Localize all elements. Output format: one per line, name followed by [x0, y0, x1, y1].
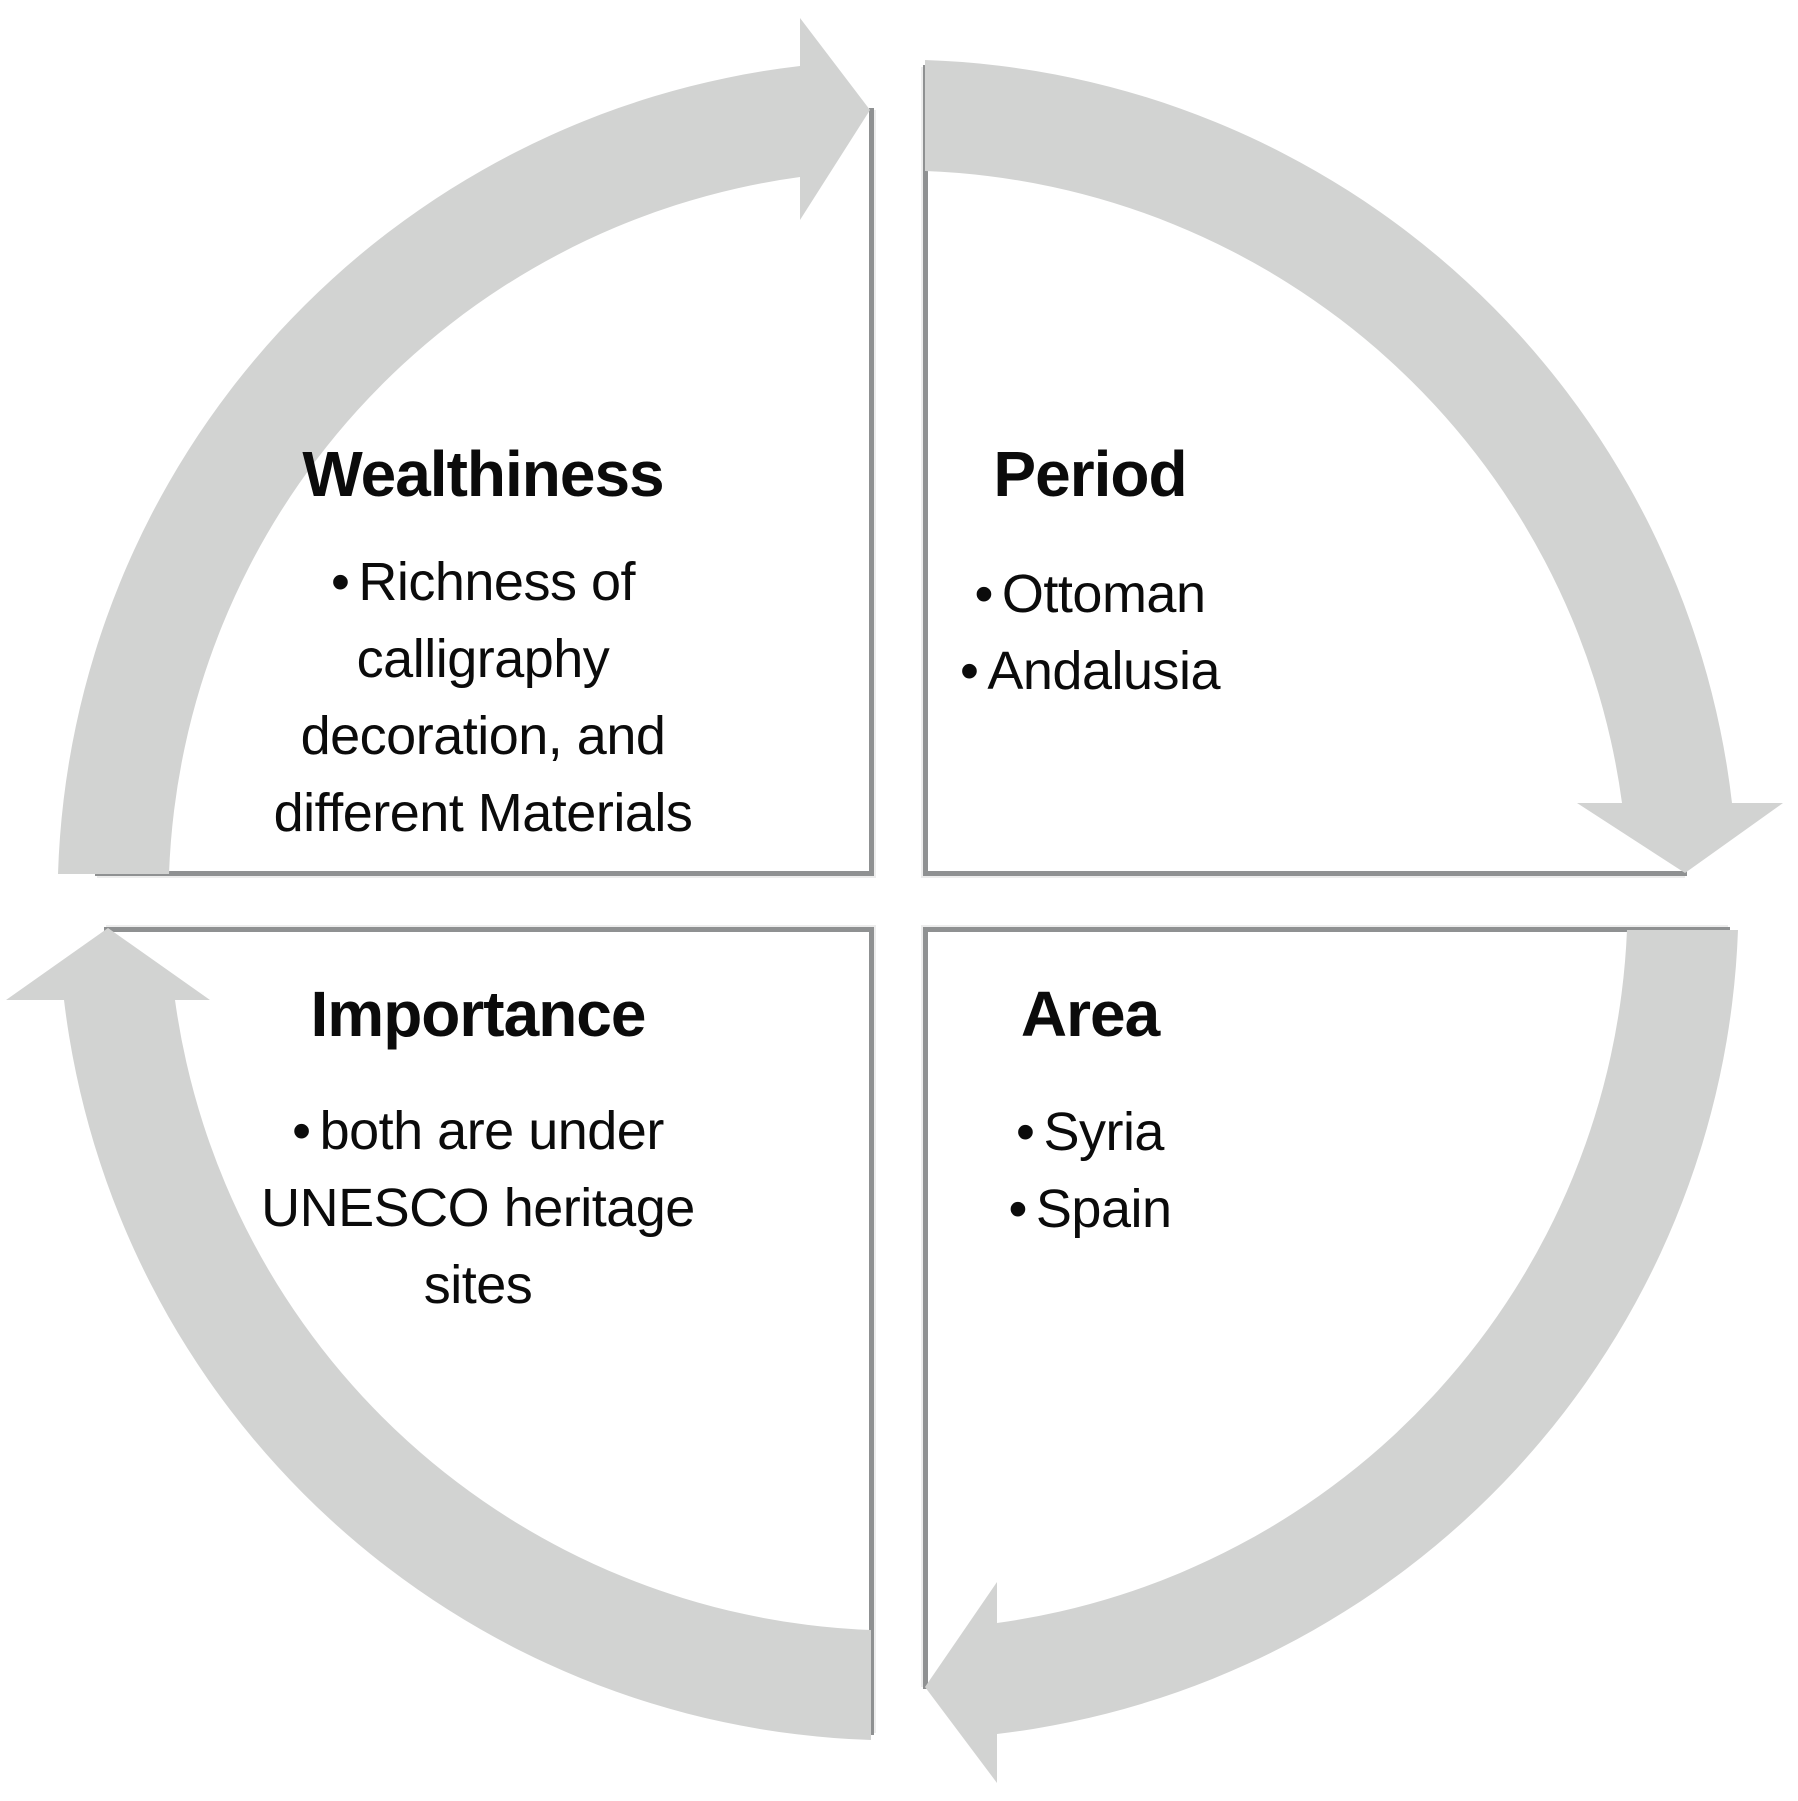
quadrant-area: Area Syria Spain: [890, 982, 1290, 1248]
quadrant-importance: Importance both are under UNESCO heritag…: [228, 982, 728, 1324]
quadrant-title: Wealthiness: [302, 438, 664, 510]
quadrant-title: Area: [1020, 978, 1160, 1050]
quadrant-title: Period: [993, 438, 1187, 510]
bullet-item: Richness of calligraphy decoration, and …: [233, 544, 733, 852]
ring-arrow-left-icon: [6, 928, 871, 1740]
bullet-item: Andalusia: [890, 633, 1290, 710]
ring-arrow-right-icon: [925, 60, 1783, 873]
bullet-item: both are under UNESCO heritage sites: [228, 1093, 728, 1324]
quadrant-bullets: Ottoman Andalusia: [890, 556, 1290, 710]
quadrant-box-wealthiness: [95, 108, 874, 876]
quadrant-box-importance: [104, 927, 874, 1735]
quadrant-period: Period Ottoman Andalusia: [890, 442, 1290, 710]
quadrant-box-area: [923, 927, 1730, 1689]
quadrant-bullets: Syria Spain: [890, 1094, 1290, 1248]
quadrant-bullets: both are under UNESCO heritage sites: [228, 1093, 728, 1324]
quadrant-box-period: [923, 65, 1687, 876]
quadrant-title: Importance: [310, 978, 647, 1050]
quadrant-wealthiness: Wealthiness Richness of calligraphy deco…: [233, 442, 733, 852]
ring-arrow-top-icon: [58, 18, 870, 874]
quadrant-bullets: Richness of calligraphy decoration, and …: [233, 544, 733, 852]
ring-arrow-bottom-icon: [925, 930, 1738, 1783]
bullet-item: Ottoman: [890, 556, 1290, 633]
bullet-item: Syria: [890, 1094, 1290, 1171]
bullet-item: Spain: [890, 1171, 1290, 1248]
